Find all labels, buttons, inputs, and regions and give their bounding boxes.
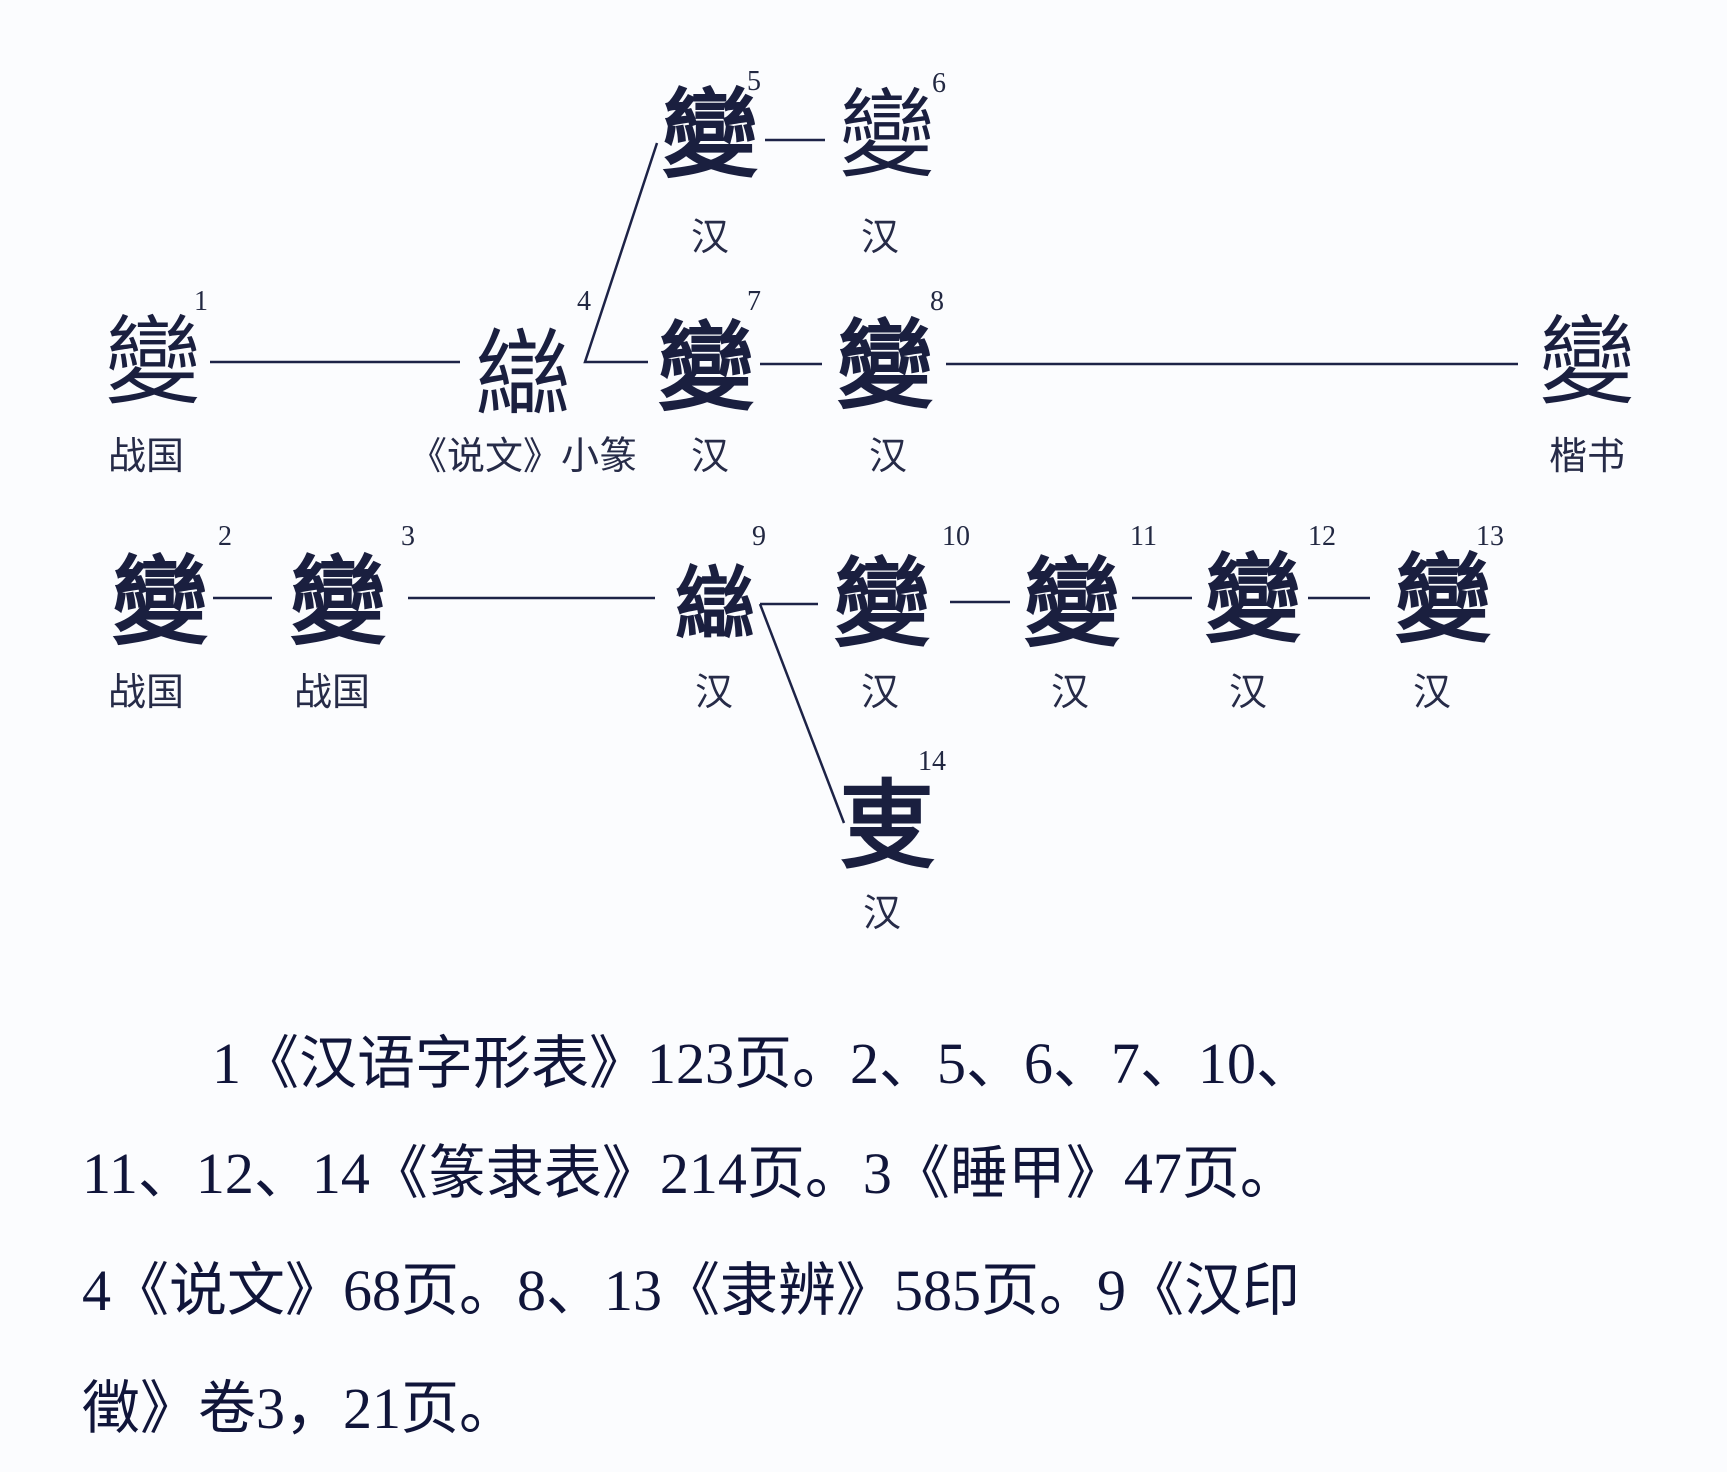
citation-line-3: 4《说文》68页。8、13《隶辨》585页。9《汉印 (82, 1258, 1301, 1323)
period-label-13: 汉 (1412, 670, 1452, 714)
node-number-4: 4 (577, 286, 591, 317)
node-number-2: 2 (218, 521, 232, 552)
citation-line-2: 11、12、14《篆隶表》214页。3《睡甲》47页。 (82, 1141, 1298, 1206)
glyph-node-12: 變 (1205, 543, 1301, 656)
period-label-kaishu: 楷书 (1548, 434, 1626, 478)
node-number-3: 3 (401, 521, 415, 552)
period-label-5: 汉 (690, 215, 730, 259)
glyph-node-6: 變 (839, 79, 935, 191)
edge-9-14 (758, 603, 846, 824)
glyph-node-1: 變 (105, 306, 201, 418)
node-number-11: 11 (1130, 521, 1157, 552)
glyph-node-13: 變 (1395, 543, 1491, 656)
node-number-10: 10 (942, 521, 970, 552)
node-number-1: 1 (194, 286, 208, 317)
citation-line-1: 1《汉语字形表》123页。2、5、6、7、10、 (212, 1031, 1315, 1096)
period-label-10: 汉 (860, 670, 900, 714)
period-label-9: 汉 (694, 670, 734, 714)
period-label-7: 汉 (690, 434, 730, 478)
glyph-node-5: 變 (662, 78, 758, 191)
period-label-14: 汉 (862, 891, 902, 935)
glyph-node-3: 變 (290, 545, 386, 658)
node-number-9: 9 (752, 521, 766, 552)
citation-line-4: 徵》卷3，21页。 (82, 1376, 518, 1441)
node-number-6: 6 (932, 68, 946, 99)
glyph-node-8: 變 (837, 309, 933, 422)
glyph-node-11: 變 (1024, 547, 1120, 660)
glyph-node-7: 變 (658, 311, 754, 424)
glyph-node-9: 䜌 (675, 557, 755, 651)
edge-4-5-7 (583, 142, 659, 364)
period-label-12: 汉 (1228, 670, 1268, 714)
glyph-node-2: 變 (112, 545, 208, 658)
period-label-6: 汉 (860, 215, 900, 259)
period-label-1: 战国 (107, 434, 185, 478)
node-number-12: 12 (1308, 521, 1336, 552)
node-number-14: 14 (918, 746, 946, 777)
period-label-3: 战国 (293, 670, 371, 714)
node-number-5: 5 (747, 66, 761, 97)
glyph-node-14: 叓 (839, 769, 935, 882)
period-label-8: 汉 (868, 434, 908, 478)
node-number-13: 13 (1476, 521, 1504, 552)
period-label-2: 战国 (107, 670, 185, 714)
period-label-4: 《说文》小篆 (408, 434, 638, 478)
period-label-11: 汉 (1050, 670, 1090, 714)
glyph-node-10: 變 (834, 547, 930, 660)
node-number-7: 7 (747, 286, 761, 317)
node-number-8: 8 (930, 286, 944, 317)
glyph-kaishu: 變 (1539, 306, 1635, 418)
glyph-node-4: 䜌 (475, 319, 571, 431)
